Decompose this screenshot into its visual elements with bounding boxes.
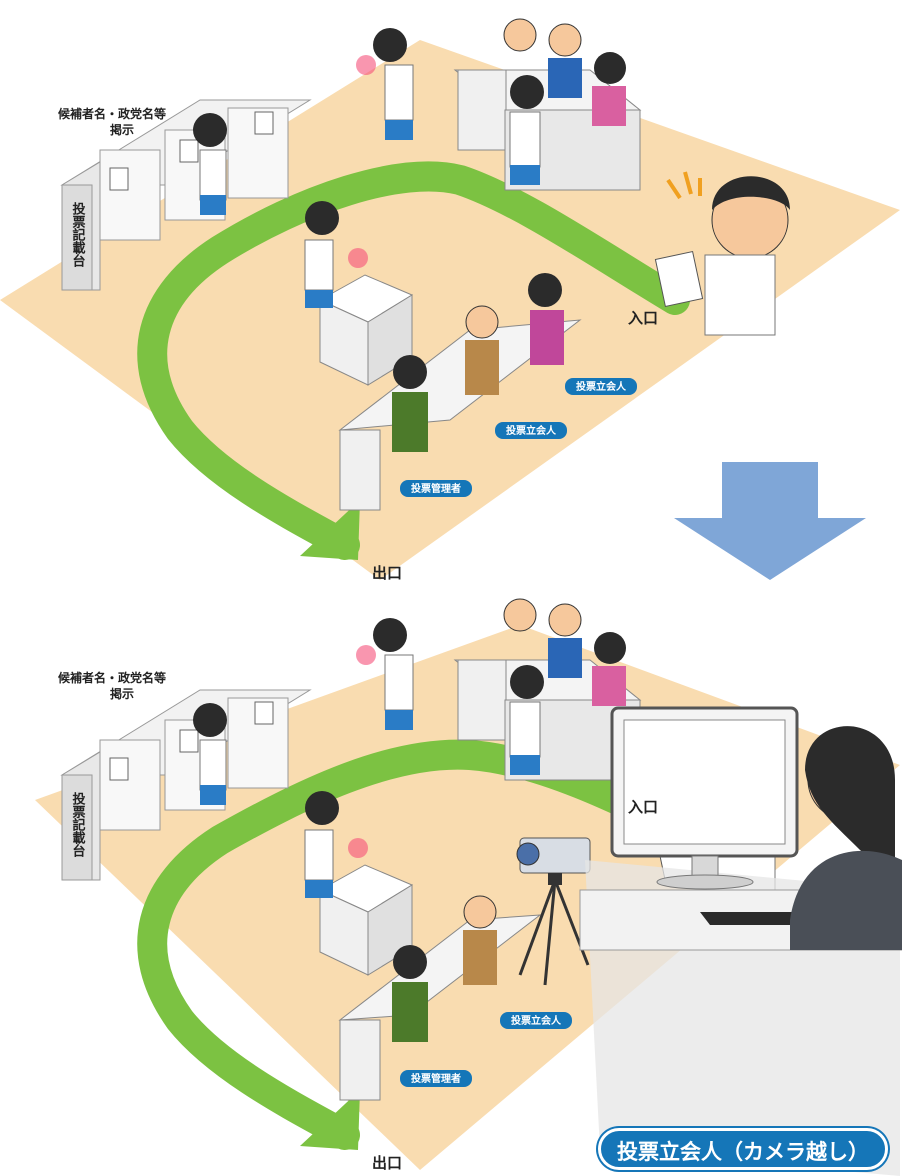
manager-tag-bg: [400, 480, 472, 497]
after-panel: 候補者名・政党名等 掲示 投票記載台: [0, 590, 902, 1176]
candidate-board-label-line2: 掲示: [110, 122, 134, 137]
booth-label: 投票記載台: [70, 791, 86, 858]
voter-path: [137, 161, 690, 560]
candidate-board-label-line1: 候補者名・政党名等: [58, 106, 166, 121]
manager-tag: 投票管理者: [411, 482, 461, 495]
entrance-label: 入口: [628, 309, 658, 327]
exit-arrowhead: [300, 1090, 360, 1150]
before-panel: 候補者名・政党名等 掲示 投票記載台: [0, 18, 900, 582]
witness-tag: 投票立会人: [511, 1014, 562, 1027]
manager-tag-bg: [400, 1070, 472, 1087]
after-scene: 候補者名・政党名等 掲示 投票記載台: [35, 598, 902, 1176]
candidate-board-label-line2: 掲示: [110, 686, 134, 701]
people: [193, 18, 790, 452]
exit-label: 出口: [372, 1154, 402, 1172]
manager-tag: 投票管理者: [411, 1072, 461, 1085]
witness-tag-1-bg: [565, 378, 637, 395]
remote-witness: [790, 726, 902, 950]
camera-on-tripod: [516, 837, 591, 986]
remote-witness-caption: 投票立会人（カメラ越し）: [598, 1128, 888, 1170]
witness-tag-bg: [500, 1012, 572, 1029]
exit-arrowhead: [300, 500, 360, 560]
before-scene: 候補者名・政党名等 掲示 投票記載台: [0, 18, 900, 582]
down-arrow: [674, 462, 866, 580]
witness-tag-2: 投票立会人: [506, 424, 557, 437]
witness-tag-2-bg: [495, 422, 567, 439]
candidate-board-label-line1: 候補者名・政党名等: [58, 670, 166, 685]
entrance-label: 入口: [628, 798, 658, 816]
witness-tag-1: 投票立会人: [576, 380, 627, 393]
booth-label: 投票記載台: [70, 201, 86, 268]
exit-label: 出口: [372, 564, 402, 582]
voting-booths: [60, 99, 312, 291]
